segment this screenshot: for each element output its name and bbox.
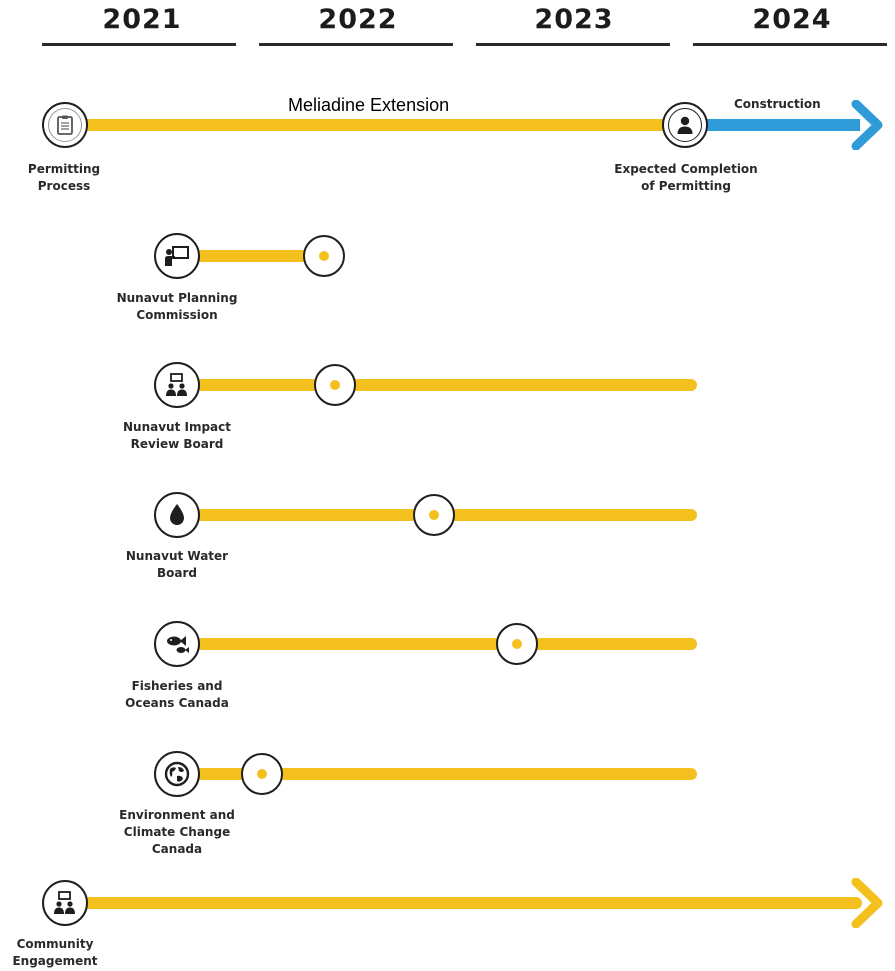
meeting-people-icon xyxy=(154,362,200,408)
year-label: 2024 xyxy=(752,4,832,35)
community-engagement-label: Community Engagement xyxy=(12,937,98,968)
fish-icon xyxy=(154,621,200,667)
agency-label: Nunavut Planning Commission xyxy=(116,291,238,322)
clipboard-icon xyxy=(42,102,88,148)
year-label: 2023 xyxy=(534,4,614,35)
agency-track-bar xyxy=(195,250,323,262)
year-rule xyxy=(259,43,453,46)
permitting-process-label: Permitting Process xyxy=(27,162,101,193)
agency-track-bar xyxy=(195,638,697,650)
globe-icon xyxy=(154,751,200,797)
water-drop-icon xyxy=(154,492,200,538)
construction-bar xyxy=(700,119,860,131)
year-rule xyxy=(693,43,887,46)
agency-label: Fisheries and Oceans Canada xyxy=(125,679,229,710)
agency-label: Nunavut Water Board xyxy=(125,549,229,580)
community-track-bar xyxy=(80,897,862,909)
milestone-marker xyxy=(496,623,538,665)
meliadine-extension-title: Meliadine Extension xyxy=(288,95,450,115)
milestone-marker xyxy=(413,494,455,536)
milestone-marker xyxy=(303,235,345,277)
year-rule xyxy=(42,43,236,46)
agency-label: Nunavut Impact Review Board xyxy=(122,420,231,451)
expected-completion-label: Expected Completion of Permitting xyxy=(614,162,758,193)
main-track-bar xyxy=(80,119,680,131)
community-arrowhead xyxy=(851,878,883,928)
agency-track-bar xyxy=(195,379,697,391)
community-meeting-icon xyxy=(42,880,88,926)
person-icon xyxy=(662,102,708,148)
agency-track-bar xyxy=(195,768,697,780)
construction-label: Construction xyxy=(734,97,821,111)
year-label: 2021 xyxy=(102,4,182,35)
year-rule xyxy=(476,43,670,46)
construction-arrowhead xyxy=(851,100,883,150)
presentation-board-icon xyxy=(154,233,200,279)
milestone-marker xyxy=(241,753,283,795)
milestone-marker xyxy=(314,364,356,406)
year-label: 2022 xyxy=(318,4,398,35)
agency-label: Environment and Climate Change Canada xyxy=(119,808,235,856)
